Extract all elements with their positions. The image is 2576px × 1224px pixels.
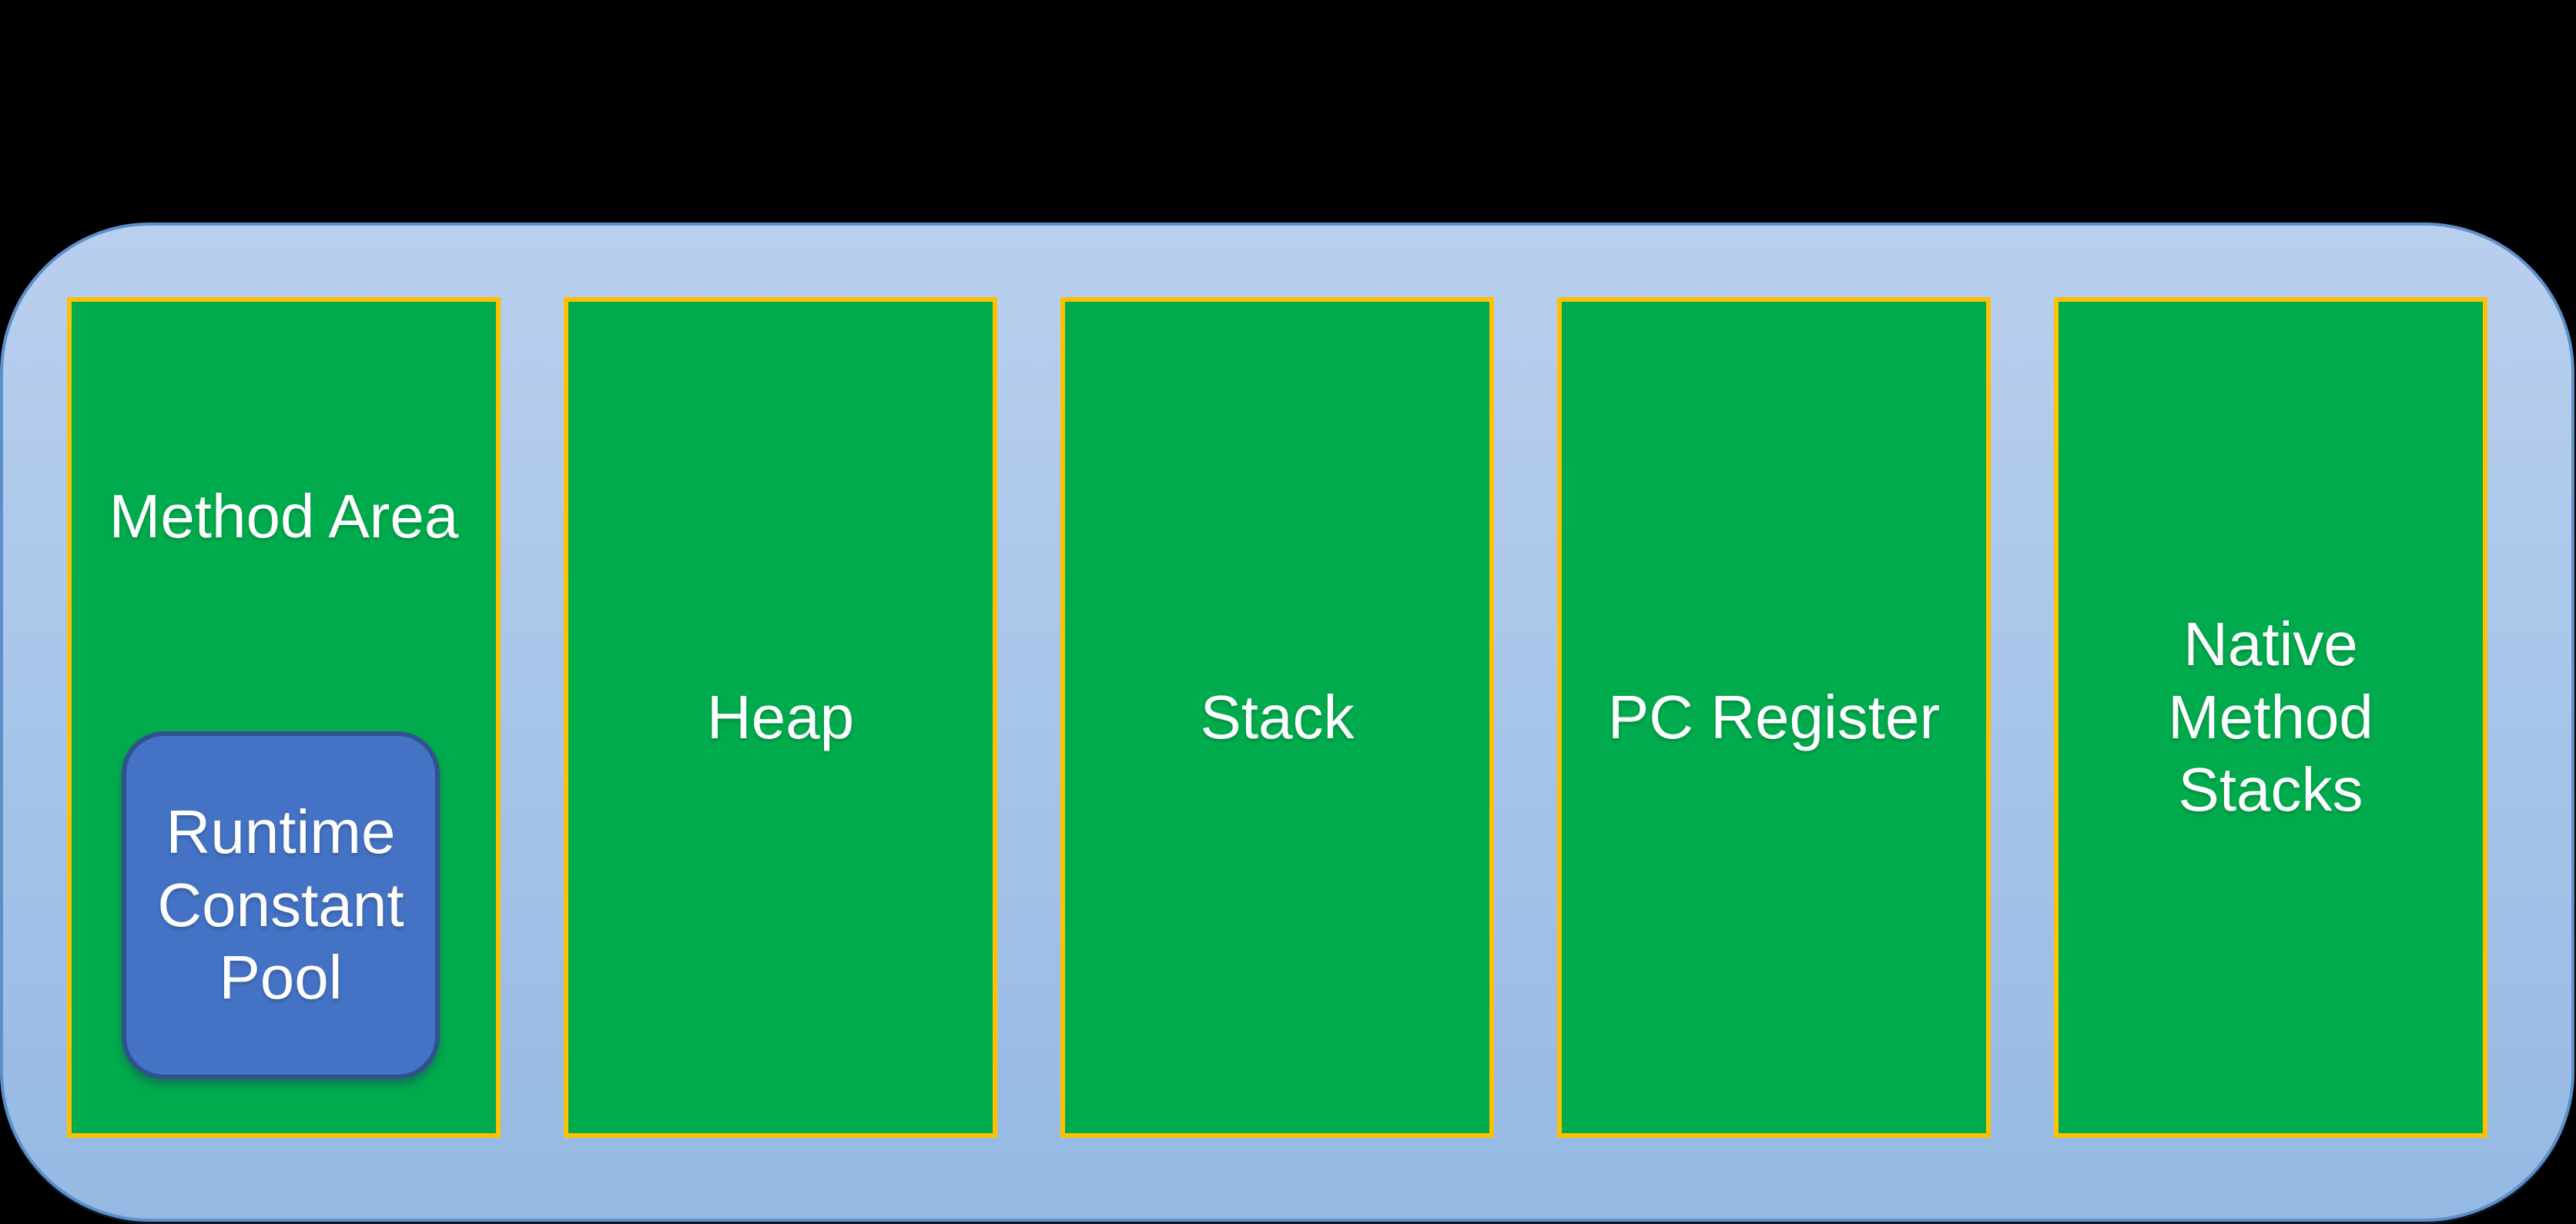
method-area-box: Method Area Runtime Constant Pool bbox=[67, 297, 501, 1138]
runtime-constant-pool-box: Runtime Constant Pool bbox=[122, 731, 440, 1079]
native-method-stacks-label: Native Method Stacks bbox=[2168, 610, 2373, 824]
stack-label: Stack bbox=[1200, 682, 1355, 751]
heap-box: Heap bbox=[564, 297, 997, 1138]
pc-register-label: PC Register bbox=[1607, 682, 1941, 751]
method-area-label: Method Area bbox=[109, 481, 459, 550]
runtime-data-areas-container: Method Area Runtime Constant Pool Heap S… bbox=[0, 222, 2574, 1222]
runtime-constant-pool-label: Runtime Constant Pool bbox=[157, 798, 404, 1012]
pc-register-box: PC Register bbox=[1557, 297, 1991, 1138]
heap-label: Heap bbox=[706, 682, 855, 751]
native-method-stacks-box: Native Method Stacks bbox=[2054, 297, 2487, 1138]
stack-box: Stack bbox=[1060, 297, 1494, 1138]
